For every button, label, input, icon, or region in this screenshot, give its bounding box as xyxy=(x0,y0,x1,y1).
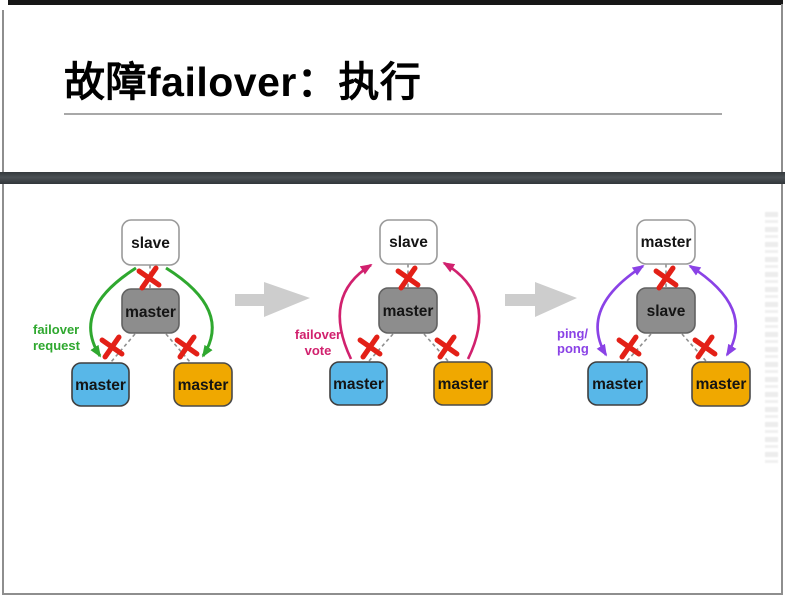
node-master-bottom-right: master xyxy=(691,361,751,407)
section-divider-bar xyxy=(0,172,785,184)
failure-x-icon xyxy=(136,265,162,291)
node-slave-top: slave xyxy=(121,219,180,266)
node-master-top-label: master xyxy=(641,234,692,251)
node-master-top: master xyxy=(636,219,696,265)
failover-vote-label-line1: failover xyxy=(295,327,341,342)
ping-pong-label-line1: ping/ xyxy=(557,326,588,341)
watermark-strip xyxy=(765,212,778,464)
failure-x-icon xyxy=(174,334,200,360)
title-underline xyxy=(64,113,722,115)
slide-top-accent-bar xyxy=(8,0,783,5)
node-master-bottom-right: master xyxy=(173,362,233,407)
node-master-middle: master xyxy=(378,287,438,334)
failover-request-label-line1: failover xyxy=(33,322,79,337)
failover-diagram-canvas: slave master master master xyxy=(33,219,751,407)
transition-arrow-icon xyxy=(505,282,577,317)
node-master-bottom-left-label: master xyxy=(75,377,126,394)
node-master-bottom-right: master xyxy=(433,361,493,406)
failure-x-icon xyxy=(616,334,642,360)
failure-x-icon xyxy=(357,334,383,360)
node-master-bottom-left-label: master xyxy=(333,376,384,393)
node-slave-middle-label: slave xyxy=(647,303,686,320)
failure-x-icon xyxy=(653,265,679,291)
failover-request-arrow-right xyxy=(165,266,214,358)
node-master-middle: master xyxy=(121,288,180,334)
cluster-diagram-failover-request: slave master master master xyxy=(33,219,233,407)
cluster-diagram-failover-vote: slave master master master xyxy=(295,219,493,406)
node-slave-top-label: slave xyxy=(389,234,428,251)
cluster-diagram-ping-pong: master slave master master xyxy=(557,219,751,407)
failover-request-label-line2: request xyxy=(33,338,81,353)
node-slave-middle: slave xyxy=(636,287,696,334)
failure-x-icon xyxy=(99,334,125,360)
node-master-bottom-right-label: master xyxy=(438,376,489,393)
failure-x-icon xyxy=(395,265,421,291)
failure-x-icon xyxy=(692,334,718,360)
node-master-bottom-right-label: master xyxy=(178,377,229,394)
node-master-bottom-left: master xyxy=(71,362,130,407)
failure-x-icon xyxy=(434,334,460,360)
node-master-middle-label: master xyxy=(383,303,434,320)
ping-pong-label-line2: pong xyxy=(557,341,589,356)
node-master-bottom-left: master xyxy=(587,361,648,406)
node-slave-top: slave xyxy=(379,219,438,265)
transition-arrow-icon xyxy=(235,282,310,317)
node-master-bottom-left: master xyxy=(329,361,388,406)
slide-bottom-border xyxy=(2,593,783,595)
page-title: 故障failover：执行 xyxy=(64,59,422,105)
node-master-bottom-left-label: master xyxy=(592,376,643,393)
failover-vote-arrow-right xyxy=(442,261,481,360)
node-master-bottom-right-label: master xyxy=(696,376,747,393)
ping-pong-arrow-left xyxy=(596,264,645,357)
failover-request-arrow-left xyxy=(89,266,137,358)
failover-vote-arrow-left xyxy=(338,263,373,360)
failover-vote-label-line2: vote xyxy=(305,343,332,358)
ping-pong-arrow-right xyxy=(688,264,738,357)
node-master-middle-label: master xyxy=(125,304,176,321)
slide-right-border xyxy=(781,4,783,595)
node-slave-top-label: slave xyxy=(131,235,170,252)
slide-left-border xyxy=(2,10,4,595)
